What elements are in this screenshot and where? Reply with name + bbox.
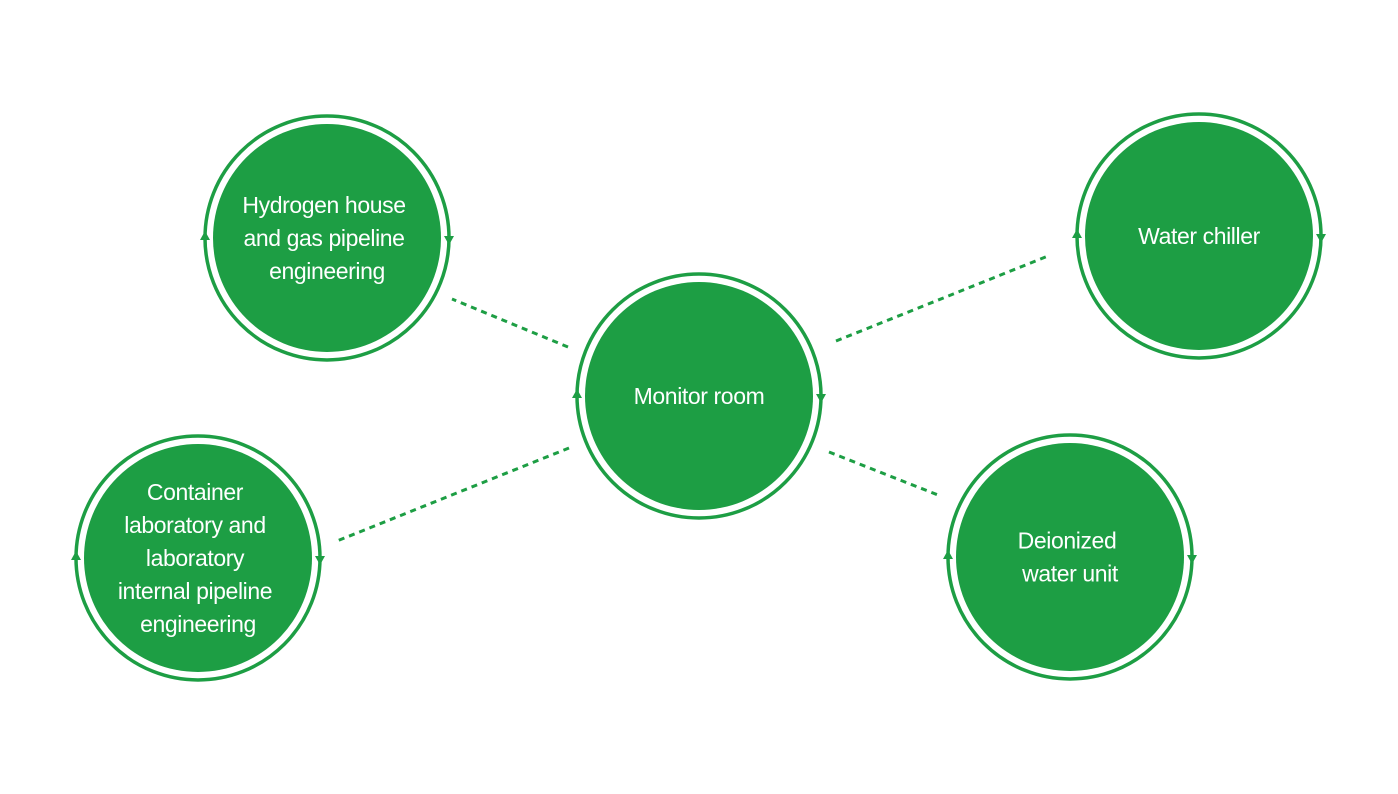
connector-monitor-container: [336, 446, 570, 543]
node-hydrogen-house-disc: [213, 124, 441, 352]
label-line: laboratory: [146, 545, 245, 571]
node-monitor-room-label: Monitor room: [634, 383, 765, 409]
label-line: Water chiller: [1138, 223, 1260, 249]
arrow-up-icon: [200, 231, 210, 240]
label-line: engineering: [140, 611, 256, 637]
node-hydrogen-house: Hydrogen house and gas pipeline engineer…: [200, 114, 454, 362]
connector-monitor-deionized: [828, 450, 939, 497]
node-container-laboratory-disc: [84, 444, 312, 672]
node-hydrogen-house-label: Hydrogen house and gas pipeline engineer…: [242, 192, 411, 284]
label-line: Deionized: [1018, 528, 1117, 554]
node-container-laboratory-label: Container laboratory and laboratory inte…: [118, 479, 278, 637]
arrow-down-icon: [1187, 555, 1197, 564]
node-water-chiller: Water chiller: [1072, 112, 1326, 360]
arrow-down-icon: [315, 556, 325, 565]
arrow-up-icon: [572, 389, 582, 398]
label-line: engineering: [269, 258, 385, 284]
arrow-down-icon: [444, 236, 454, 245]
label-line: laboratory and: [124, 512, 265, 538]
node-container-laboratory: Container laboratory and laboratory inte…: [71, 434, 325, 682]
arrow-down-icon: [816, 394, 826, 403]
label-line: water unit: [1021, 561, 1119, 587]
connectors: [336, 254, 1049, 543]
connector-monitor-chiller: [835, 254, 1049, 343]
arrow-up-icon: [71, 551, 81, 560]
node-monitor-room: Monitor room: [572, 272, 826, 520]
node-deionized-water-unit-disc: [956, 443, 1184, 671]
connector-monitor-hydrogen: [451, 297, 569, 349]
node-water-chiller-disc: [1085, 122, 1313, 350]
label-line: Monitor room: [634, 383, 765, 409]
label-line: Container: [147, 479, 244, 505]
node-deionized-water-unit: Deionized water unit: [943, 433, 1197, 681]
node-water-chiller-label: Water chiller: [1138, 223, 1260, 249]
node-monitor-room-disc: [585, 282, 813, 510]
label-line: Hydrogen house: [242, 192, 405, 218]
arrow-up-icon: [1072, 229, 1082, 238]
label-line: and gas pipeline: [243, 225, 404, 251]
arrow-down-icon: [1316, 234, 1326, 243]
node-deionized-water-unit-label: Deionized water unit: [1018, 528, 1123, 587]
arrow-up-icon: [943, 550, 953, 559]
label-line: internal pipeline: [118, 578, 272, 604]
